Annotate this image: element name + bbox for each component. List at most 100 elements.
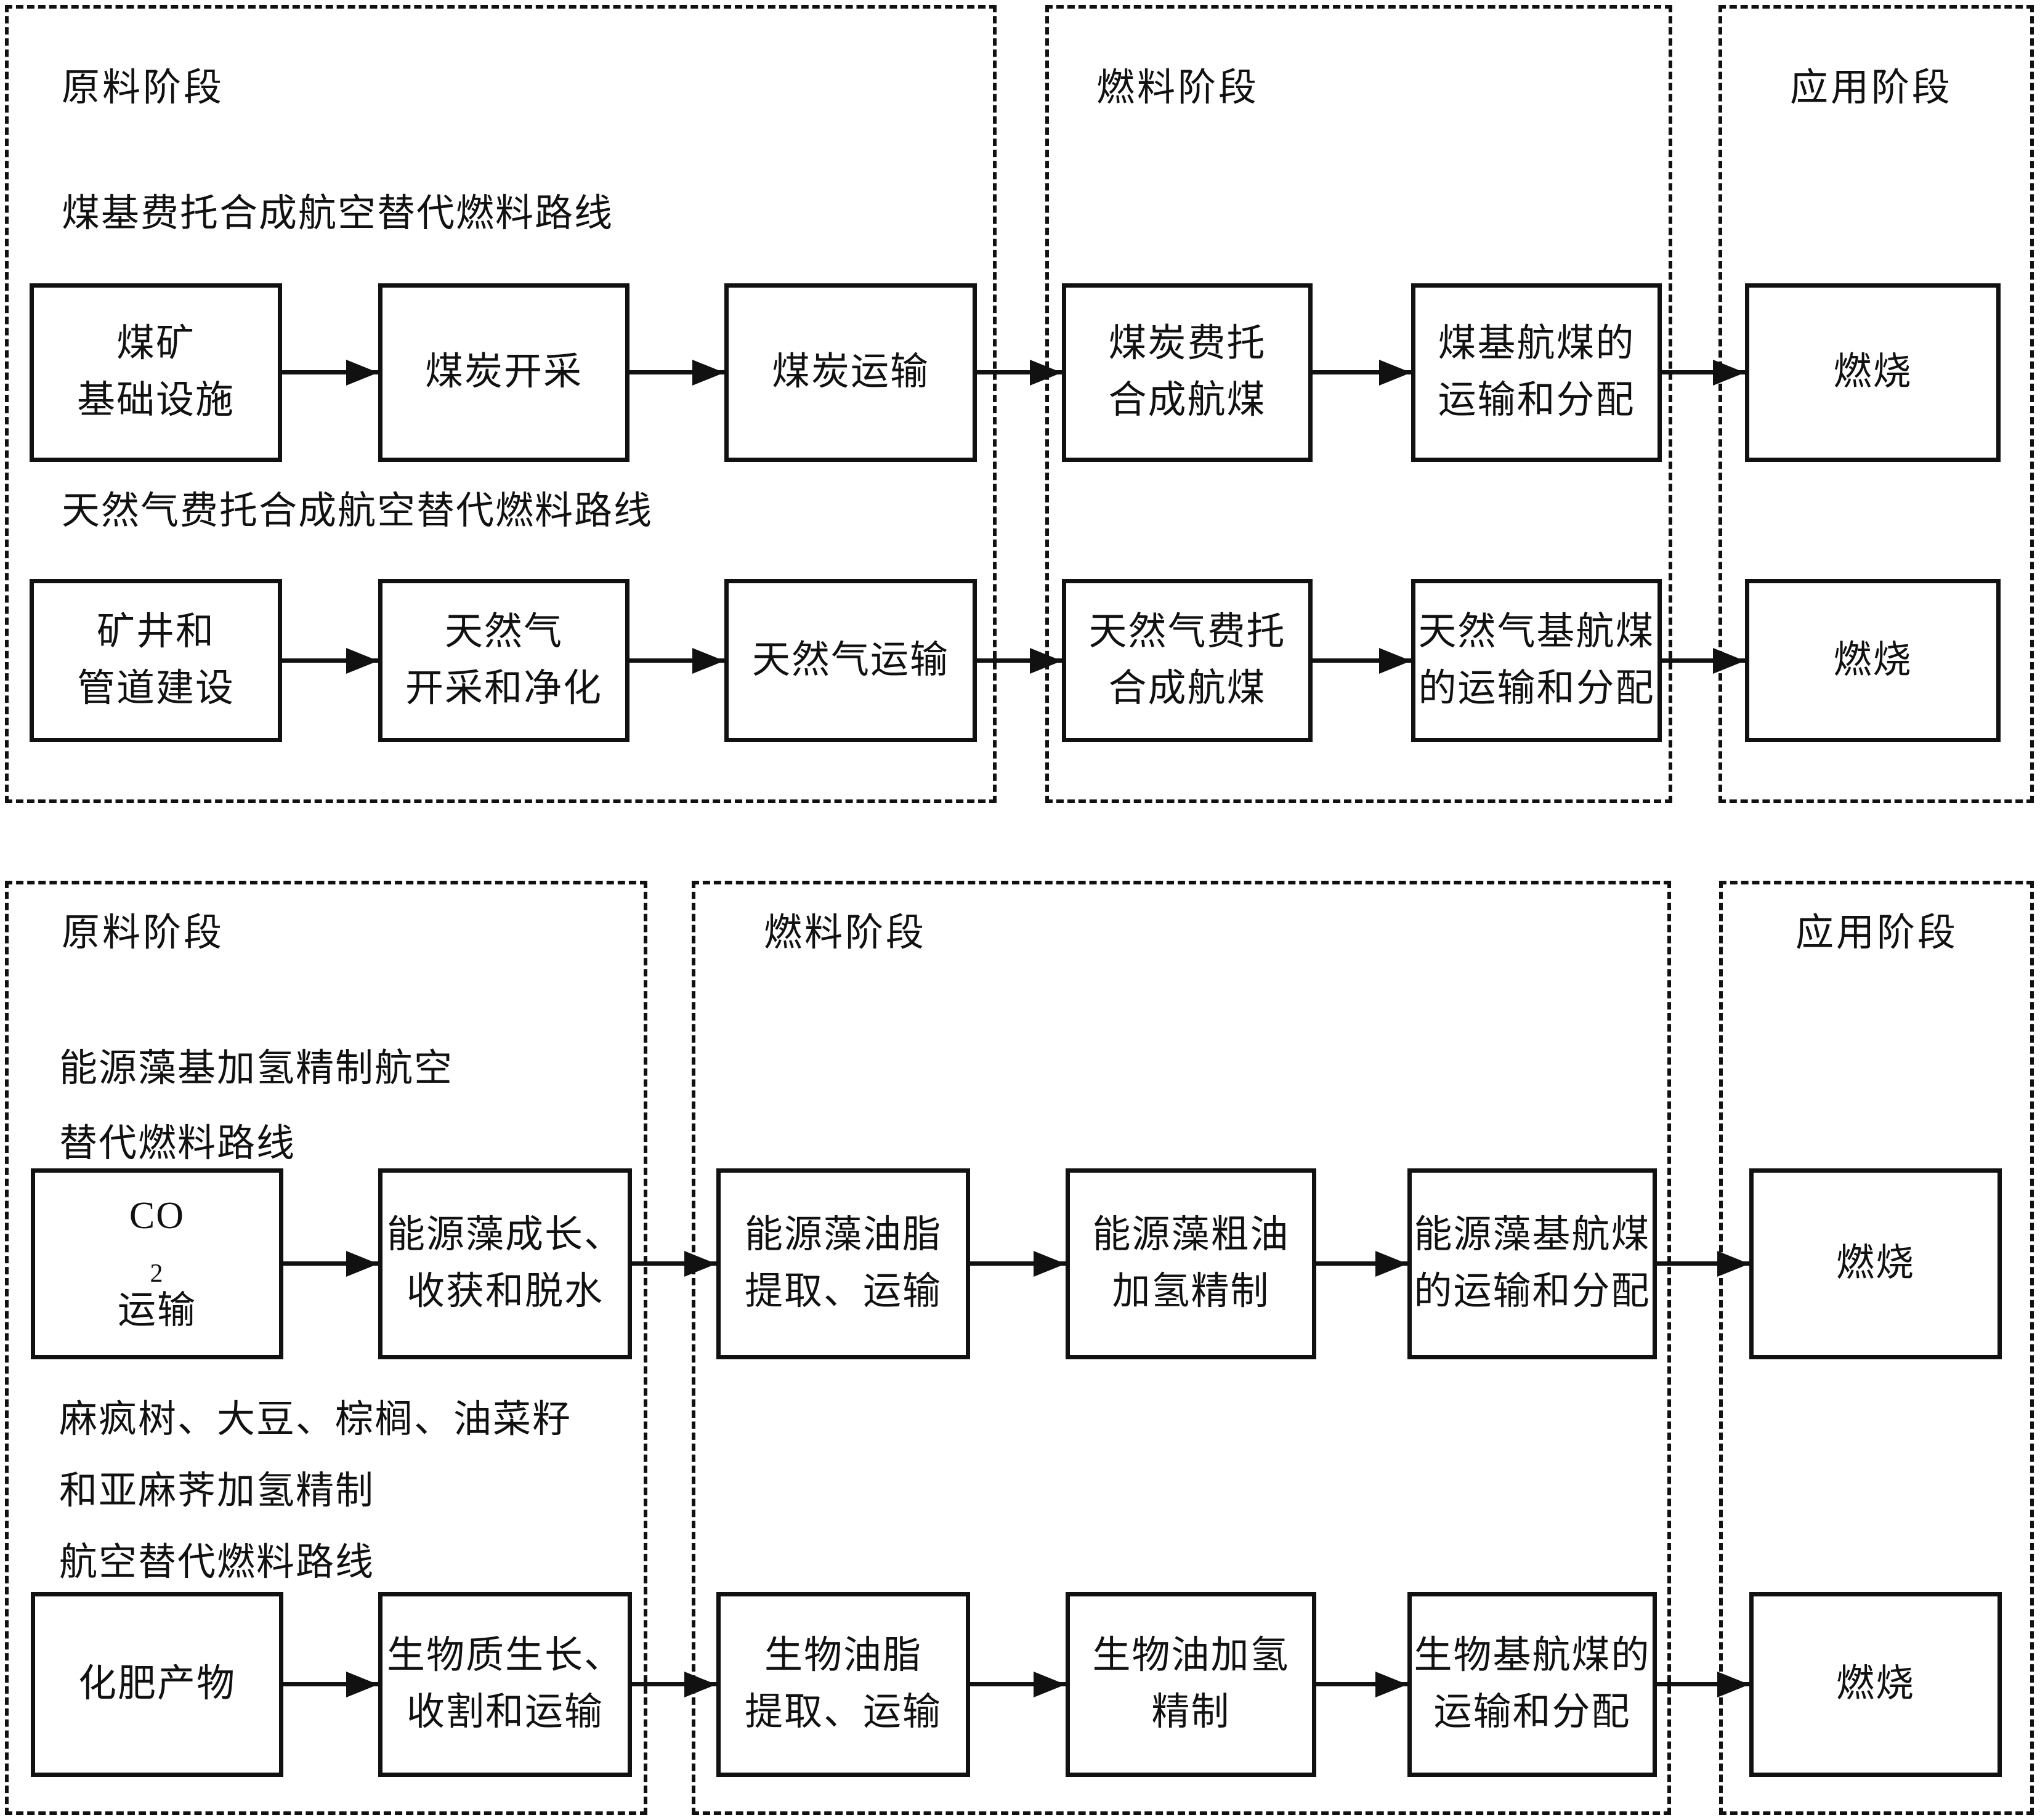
arrow: [970, 1682, 1066, 1686]
bio-route-title-line3: 航空替代燃料路线: [59, 1542, 375, 1583]
box-algae-combustion: 燃烧: [1749, 1168, 2002, 1359]
box-text: 加氢精制: [1112, 1271, 1270, 1312]
box-coal-combustion: 燃烧: [1745, 283, 2001, 462]
arrow: [1313, 370, 1411, 374]
arrow: [283, 1261, 378, 1266]
top-application-stage-label: 应用阶段: [1790, 67, 1953, 109]
box-text: 提取、运输: [744, 1271, 942, 1312]
box-text: 精制: [1151, 1691, 1231, 1733]
box-coal-mine-infrastructure: 煤矿 基础设施: [30, 283, 282, 462]
box-text: 煤炭费托: [1108, 323, 1266, 365]
arrow: [629, 370, 724, 374]
arrow: [632, 1261, 716, 1266]
box-gas-extraction-purification: 天然气 开采和净化: [378, 579, 629, 742]
box-gas-combustion: 燃烧: [1745, 579, 2001, 742]
panel-top-application-stage: [1718, 5, 2034, 803]
box-text: 的运输和分配: [1414, 1271, 1651, 1312]
algae-route-title-line2: 替代燃料路线: [59, 1123, 296, 1165]
top-feedstock-stage-label: 原料阶段: [62, 67, 225, 109]
bio-route-title-line1: 麻疯树、大豆、棕榈、油菜籽: [59, 1399, 572, 1441]
box-text: 燃烧: [1833, 639, 1912, 681]
box-bio-oil-hydrorefining: 生物油加氢 精制: [1066, 1592, 1316, 1777]
box-text: 提取、运输: [744, 1691, 942, 1733]
box-text: 生物油加氢: [1092, 1635, 1290, 1677]
box-algae-growth-harvest-dewater: 能源藻成长、 收获和脱水: [378, 1168, 632, 1359]
box-text: 能源藻成长、: [386, 1214, 623, 1256]
box-algae-jetfuel-distribution: 能源藻基航煤 的运输和分配: [1407, 1168, 1657, 1359]
box-text: 的运输和分配: [1418, 667, 1655, 710]
arrow: [282, 658, 378, 663]
arrow: [629, 658, 724, 663]
box-gas-jetfuel-distribution: 天然气基航煤 的运输和分配: [1411, 579, 1662, 742]
arrow: [282, 370, 378, 374]
box-text: 开采和净化: [405, 667, 602, 710]
box-text: 收获和脱水: [406, 1271, 604, 1312]
box-text: 燃烧: [1836, 1242, 1915, 1285]
box-gas-transport: 天然气运输: [724, 579, 977, 742]
box-coal-mining: 煤炭开采: [378, 283, 629, 462]
panel-bottom-fuel-stage: [692, 881, 1671, 1815]
box-algae-oil-extraction-transport: 能源藻油脂 提取、运输: [716, 1168, 970, 1359]
arrow: [977, 370, 1062, 374]
box-coal-transport: 煤炭运输: [724, 283, 977, 462]
box-text: 燃烧: [1833, 351, 1912, 394]
box-text: 收割和运输: [406, 1691, 604, 1733]
bio-route-title-line2: 和亚麻荠加氢精制: [59, 1470, 375, 1512]
box-text: 矿井和: [96, 610, 215, 653]
box-bio-oil-extraction-transport: 生物油脂 提取、运输: [716, 1592, 970, 1777]
box-text: 合成航煤: [1108, 667, 1266, 710]
arrow: [1662, 370, 1745, 374]
box-text: 天然气费托: [1088, 610, 1286, 653]
box-text: 能源藻油脂: [744, 1214, 942, 1256]
arrow: [1316, 1682, 1407, 1686]
arrow: [977, 658, 1062, 663]
arrow: [1313, 658, 1411, 663]
top-fuel-stage-label: 燃料阶段: [1096, 67, 1260, 109]
box-fertilizer-product: 化肥产物: [31, 1592, 283, 1777]
box-text: 天然气: [444, 610, 563, 653]
box-text: 煤炭运输: [771, 351, 929, 394]
box-text: 运输和分配: [1433, 1691, 1631, 1733]
box-text: 管道建设: [76, 667, 235, 710]
box-bio-combustion: 燃烧: [1749, 1592, 2002, 1777]
algae-route-title-line1: 能源藻基加氢精制航空: [59, 1048, 454, 1090]
bottom-feedstock-stage-label: 原料阶段: [62, 912, 225, 954]
box-text: 生物质生长、: [386, 1635, 623, 1677]
box-text: 能源藻粗油: [1092, 1214, 1290, 1256]
box-text: 生物基航煤的: [1414, 1635, 1651, 1677]
box-text: 燃烧: [1836, 1663, 1915, 1705]
arrow: [1657, 1261, 1749, 1266]
box-coal-jetfuel-distribution: 煤基航煤的 运输和分配: [1411, 283, 1662, 462]
panel-bottom-feedstock-stage: [5, 881, 647, 1815]
box-text: 能源藻基航煤: [1414, 1214, 1651, 1256]
panel-top-feedstock-stage: [5, 5, 997, 803]
box-text: 天然气运输: [751, 639, 949, 681]
coal-route-title: 煤基费托合成航空替代燃料路线: [62, 193, 614, 235]
box-text: 天然气基航煤: [1418, 610, 1655, 653]
box-text: 合成航煤: [1108, 379, 1266, 421]
arrow: [283, 1682, 378, 1686]
box-bio-jetfuel-distribution: 生物基航煤的 运输和分配: [1407, 1592, 1657, 1777]
box-text: 化肥产物: [78, 1663, 236, 1705]
arrow: [632, 1682, 716, 1686]
box-text: 煤炭开采: [424, 351, 583, 394]
box-algae-crude-hydrorefining: 能源藻粗油 加氢精制: [1066, 1168, 1316, 1359]
box-text: 煤基航煤的: [1438, 323, 1635, 365]
box-text: 生物油脂: [764, 1635, 922, 1677]
arrow: [970, 1261, 1066, 1266]
bottom-application-stage-label: 应用阶段: [1795, 912, 1959, 954]
box-text: 基础设施: [76, 379, 235, 421]
gas-route-title: 天然气费托合成航空替代燃料路线: [62, 490, 654, 532]
box-coal-ft-synthesis: 煤炭费托 合成航煤: [1062, 283, 1313, 462]
arrow: [1657, 1682, 1749, 1686]
panel-bottom-application-stage: [1719, 881, 2034, 1815]
box-text: 煤矿: [116, 323, 195, 365]
box-text: 运输和分配: [1438, 379, 1635, 421]
arrow: [1662, 658, 1745, 663]
co2-subscript: 2: [150, 1259, 164, 1288]
box-biomass-growth-harvest-transport: 生物质生长、 收割和运输: [378, 1592, 632, 1777]
box-gas-ft-synthesis: 天然气费托 合成航煤: [1062, 579, 1313, 742]
